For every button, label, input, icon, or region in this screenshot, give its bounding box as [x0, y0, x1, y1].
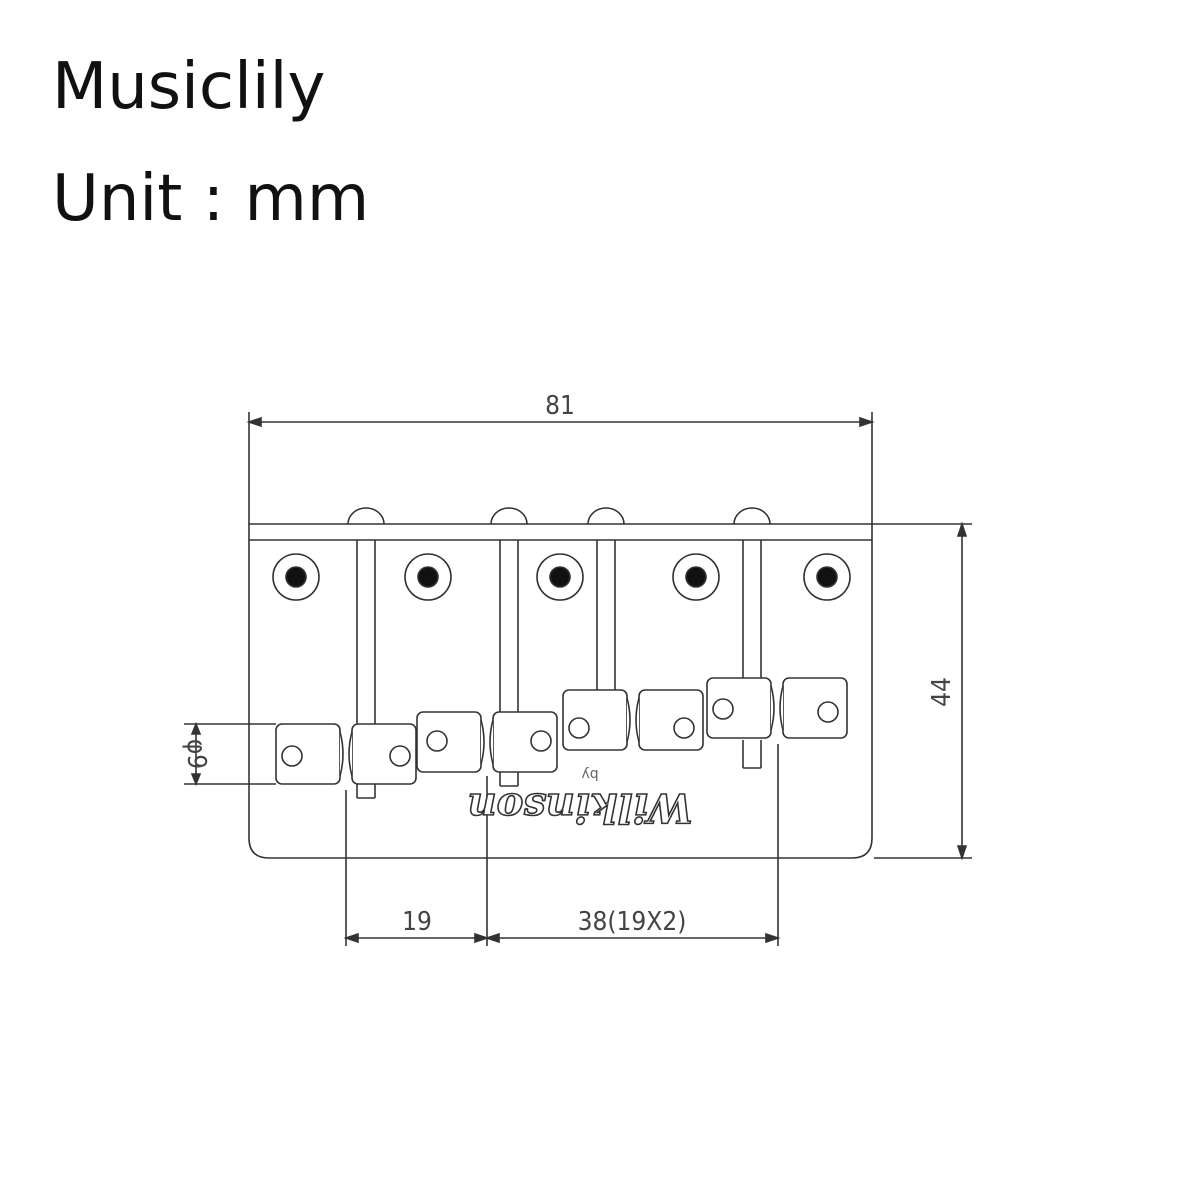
logo-by-text: by [581, 766, 598, 782]
intonation-screw-heads [347, 507, 771, 525]
unit-label: Unit : mm [52, 162, 370, 236]
logo-by-mark: by [581, 766, 598, 782]
width-dimension [246, 412, 875, 524]
overall-height-label: 44 [927, 677, 957, 707]
saddle-4 [706, 677, 848, 739]
intonation-screws [356, 540, 762, 799]
saddle-1 [275, 723, 417, 785]
bridge-base-plate [248, 523, 873, 859]
overall-width-label: 81 [545, 391, 575, 421]
saddle-diameter-label: φ9 [181, 739, 211, 769]
string-spacing-label: 19 [402, 907, 432, 937]
outer-spacing-label: 38(19X2) [578, 907, 687, 937]
wilkinson-logo: Wilkinson [467, 783, 693, 832]
brand-title: Musiclily [52, 50, 326, 124]
height-dimension [872, 521, 972, 861]
saddle-2 [416, 711, 558, 773]
spacing-dimension [343, 744, 781, 946]
logo-text: Wilkinson [468, 784, 693, 831]
saddle-3 [562, 689, 704, 751]
saddle-diameter-dimension [184, 721, 276, 787]
mounting-holes [272, 553, 851, 601]
